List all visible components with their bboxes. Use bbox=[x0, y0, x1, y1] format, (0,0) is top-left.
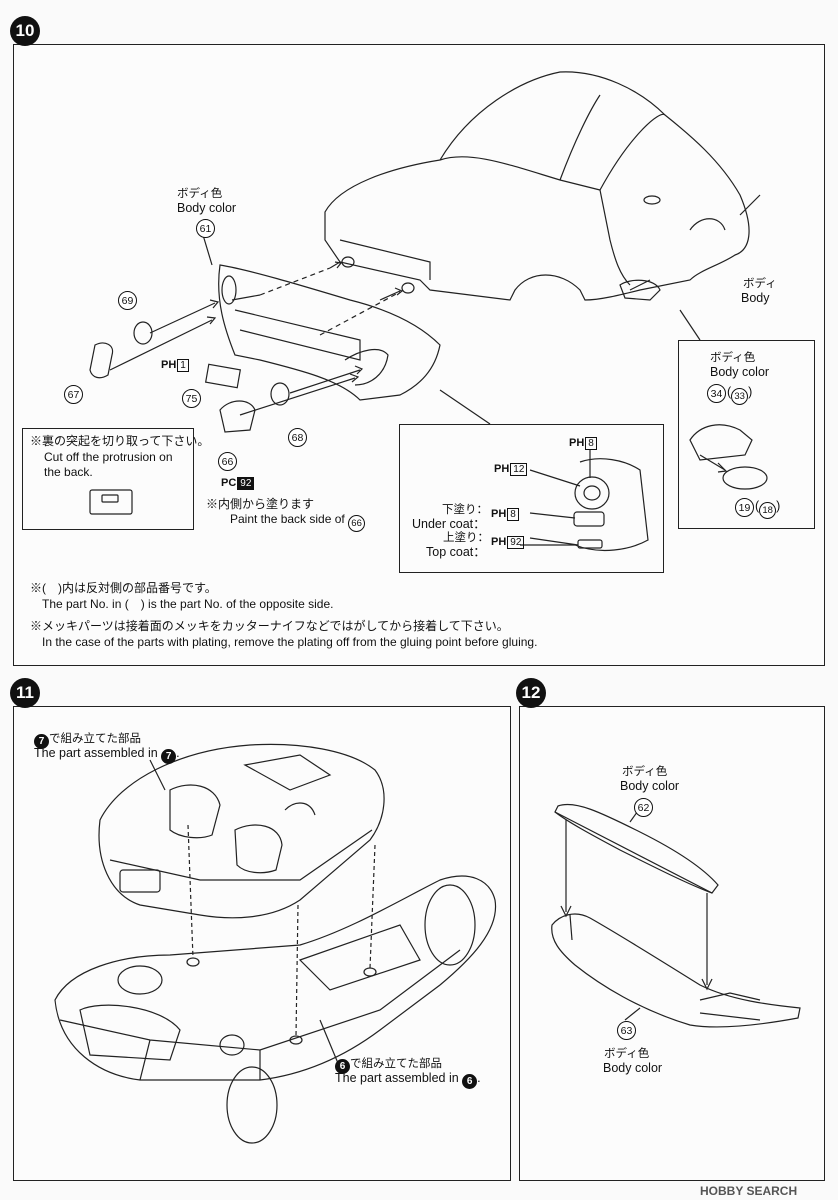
cut-note-en2: the back. bbox=[44, 465, 93, 479]
paint-ph12-prefix: PH bbox=[494, 463, 510, 475]
paint-ph1-code: 1 bbox=[177, 359, 189, 372]
part-34: 34 bbox=[707, 384, 726, 403]
note2-jp: ※メッキパーツは接着面のメッキをカッターナイフなどではがしてから接着して下さい。 bbox=[30, 619, 509, 633]
note1-jp: ※( )内は反対側の部品番号です。 bbox=[30, 581, 217, 595]
cut-note-jp: ※裏の突起を切り取って下さい。 bbox=[30, 434, 210, 448]
step-10-panel bbox=[13, 44, 825, 666]
s10-body-color-jp-2: ボディ色 bbox=[710, 350, 756, 364]
part-67: 67 bbox=[64, 385, 83, 404]
under-coat-jp: 下塗り： bbox=[442, 502, 488, 516]
part-33: 33 bbox=[731, 388, 749, 405]
asm6-jp-text: で組み立てた部品 bbox=[350, 1056, 442, 1070]
s10-back-en: Paint the back side of 66 bbox=[230, 512, 366, 532]
part-69: 69 bbox=[118, 291, 137, 310]
paint-ph92-top-code: 92 bbox=[507, 536, 525, 549]
paint-ph8-under-prefix: PH bbox=[491, 508, 507, 520]
light-inset bbox=[399, 424, 664, 573]
step-12-number: 12 bbox=[516, 678, 546, 708]
step-11-number: 11 bbox=[10, 678, 40, 708]
paint-ph1-prefix: PH bbox=[161, 359, 177, 371]
asm7-badge-1: 7 bbox=[34, 734, 49, 749]
asm7-en: The part assembled in 7. bbox=[34, 746, 180, 764]
cut-note-en1: Cut off the protrusion on bbox=[44, 450, 173, 464]
mirror-inset bbox=[678, 340, 815, 529]
s10-back-en-text: Paint the back side of bbox=[230, 512, 345, 526]
part-33-wrap: (33) bbox=[727, 385, 752, 405]
top-coat-en: Top coat： bbox=[426, 545, 486, 559]
s12-body-color-jp-1: ボディ色 bbox=[622, 764, 668, 778]
cut-note-box bbox=[22, 428, 194, 530]
part-18: 18 bbox=[759, 502, 777, 519]
paint-ph92-top-prefix: PH bbox=[491, 536, 507, 548]
asm6-badge-2: 6 bbox=[462, 1074, 478, 1089]
s10-body-color-en-2: Body color bbox=[710, 365, 770, 379]
paint-pc92-prefix: PC bbox=[221, 477, 237, 489]
asm7-badge-2: 7 bbox=[161, 749, 177, 764]
asm6-en-text: The part assembled in bbox=[335, 1071, 459, 1085]
s12-body-color-en-2: Body color bbox=[603, 1061, 663, 1075]
top-coat-jp: 上塗り： bbox=[443, 530, 489, 544]
s10-back-jp: ※内側から塗ります bbox=[206, 497, 315, 511]
part-18-wrap: (18) bbox=[755, 499, 780, 519]
paint-ph12-code: 12 bbox=[510, 463, 528, 476]
s12-body-color-jp-2: ボディ色 bbox=[604, 1046, 650, 1060]
asm6-en: The part assembled in 6. bbox=[335, 1071, 481, 1089]
s10-body-en: Body bbox=[741, 291, 770, 305]
step-10-number: 10 bbox=[10, 16, 40, 46]
asm6-badge-1: 6 bbox=[335, 1059, 350, 1074]
part-68: 68 bbox=[288, 428, 307, 447]
note2-en: In the case of the parts with plating, r… bbox=[42, 635, 538, 649]
part-19: 19 bbox=[735, 498, 754, 517]
s10-back-part: 66 bbox=[348, 515, 366, 532]
part-66: 66 bbox=[218, 452, 237, 471]
part-62: 62 bbox=[634, 798, 653, 817]
asm7-en-text: The part assembled in bbox=[34, 746, 158, 760]
part-63: 63 bbox=[617, 1021, 636, 1040]
s10-body-jp: ボディ bbox=[743, 276, 777, 290]
paint-ph8-top-prefix: PH bbox=[569, 437, 585, 449]
step-12-panel bbox=[519, 706, 825, 1181]
paint-pc92-code: 92 bbox=[237, 477, 255, 490]
paint-ph8-under-code: 8 bbox=[507, 508, 519, 521]
part-61: 61 bbox=[196, 219, 215, 238]
asm7-jp-text: で組み立てた部品 bbox=[49, 731, 141, 745]
hobby-search-watermark: HOBBY SEARCH bbox=[700, 1184, 798, 1198]
note1-en: The part No. in ( ) is the part No. of t… bbox=[42, 597, 334, 611]
s10-body-color-jp-1: ボディ色 bbox=[177, 186, 223, 200]
s10-body-color-en-1: Body color bbox=[177, 201, 237, 215]
s12-body-color-en-1: Body color bbox=[620, 779, 680, 793]
under-coat-en: Under coat： bbox=[412, 517, 486, 531]
paint-ph8-top-code: 8 bbox=[585, 437, 597, 450]
part-75: 75 bbox=[182, 389, 201, 408]
